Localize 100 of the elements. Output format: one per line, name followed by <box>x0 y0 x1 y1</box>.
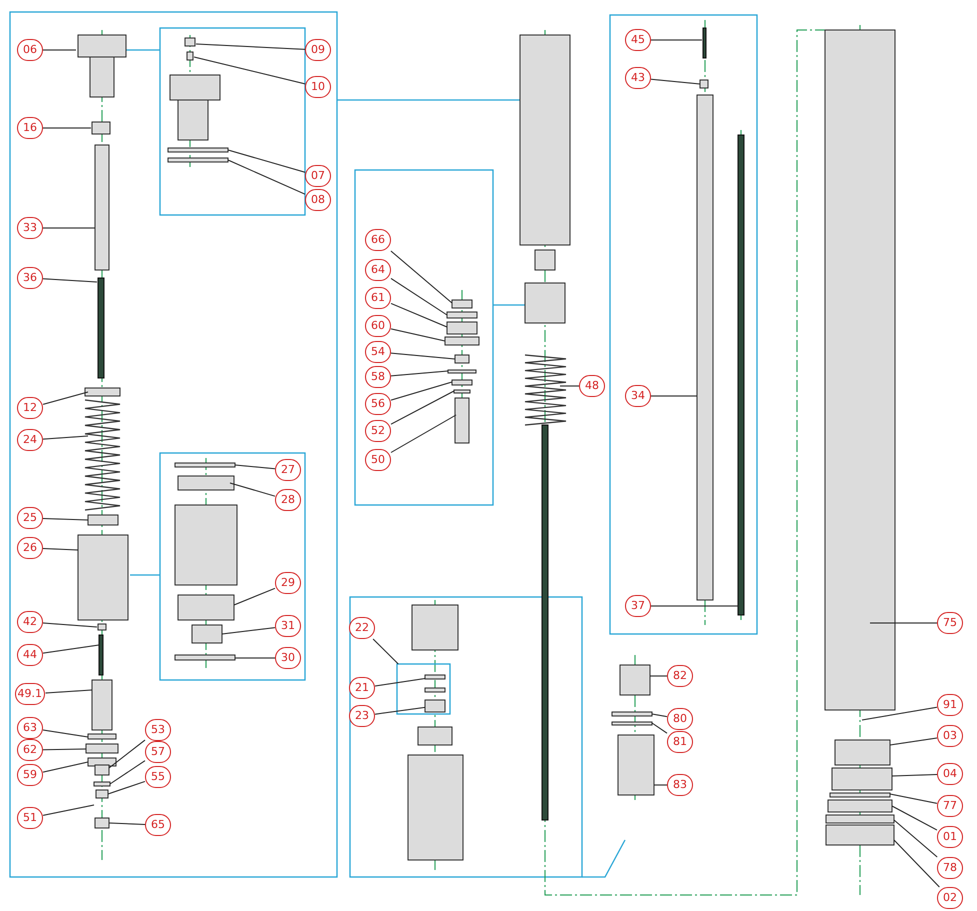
callout-number: 60 <box>365 315 391 337</box>
leader-line <box>42 436 88 440</box>
leader-line <box>228 150 306 173</box>
callout-number: 56 <box>365 393 391 415</box>
callout-number: 31 <box>275 615 301 637</box>
callout-number: 03 <box>937 725 963 747</box>
leader-line <box>862 706 938 720</box>
leader-line <box>870 622 938 624</box>
callout-number: 12 <box>17 397 43 419</box>
leader-line <box>892 806 938 831</box>
leader-line <box>652 722 668 734</box>
leader-line <box>228 160 306 195</box>
leader-line <box>390 382 452 401</box>
leader-line <box>42 278 98 282</box>
leader-line <box>42 644 100 654</box>
leader-line <box>374 678 426 687</box>
callout-number: 65 <box>145 814 171 836</box>
bushing-part <box>424 700 446 712</box>
leader-line <box>894 840 940 888</box>
callout-number: 30 <box>275 647 301 669</box>
callout-number: 04 <box>937 763 963 785</box>
leader-line <box>390 328 446 342</box>
callout-number: 09 <box>305 39 331 61</box>
leader-line <box>196 44 306 50</box>
leader-line <box>42 804 94 816</box>
leader-line <box>372 638 399 664</box>
leader-line <box>894 820 938 858</box>
leader-line <box>108 822 146 825</box>
leader-line <box>390 302 448 328</box>
callout-number: 07 <box>305 165 331 187</box>
callout-number: 22 <box>349 617 375 639</box>
leader-line <box>390 414 456 453</box>
leader-line <box>42 548 78 550</box>
callout-number: 23 <box>349 705 375 727</box>
leader-line <box>390 250 452 304</box>
callout-number: 01 <box>937 826 963 848</box>
callout-number: 36 <box>17 267 43 289</box>
leader-line <box>45 690 92 694</box>
callout-number: 58 <box>365 366 391 388</box>
callout-number: 77 <box>937 795 963 817</box>
callout-number: 49.1 <box>14 683 45 705</box>
callout-number: 33 <box>17 217 43 239</box>
leader-line <box>42 762 88 773</box>
leader-line <box>194 56 306 84</box>
callout-number: 45 <box>625 29 651 51</box>
callout-number: 51 <box>17 807 43 829</box>
callout-number: 82 <box>667 665 693 687</box>
callout-number: 06 <box>17 39 43 61</box>
callout-number: 26 <box>17 537 43 559</box>
callout-number: 52 <box>365 420 391 442</box>
callout-number: 59 <box>17 764 43 786</box>
leader-line <box>42 392 88 405</box>
callout-number: 28 <box>275 489 301 511</box>
callout-number: 08 <box>305 189 331 211</box>
leader-line <box>222 627 276 634</box>
callout-number: 10 <box>305 76 331 98</box>
callout-number: 66 <box>365 229 391 251</box>
callout-number: 75 <box>937 612 963 634</box>
leader-line <box>110 760 146 784</box>
leader-line <box>42 622 98 628</box>
leader-line <box>234 464 276 470</box>
callout-number: 43 <box>625 67 651 89</box>
leader-line <box>390 390 454 425</box>
callout-number: 64 <box>365 259 391 281</box>
leader-line <box>42 518 88 520</box>
leader-line <box>108 780 146 794</box>
seal-ring-part <box>424 674 446 680</box>
callout-number: 91 <box>937 694 963 716</box>
leader-line <box>390 352 456 360</box>
callout-number: 37 <box>625 595 651 617</box>
leader-line <box>652 714 668 718</box>
callout-number: 48 <box>579 375 605 397</box>
callout-number: 61 <box>365 287 391 309</box>
leader-line <box>234 588 276 606</box>
callout-number: 55 <box>145 766 171 788</box>
leader-line <box>42 730 88 738</box>
leader-line <box>890 794 938 804</box>
callout-number: 81 <box>667 731 693 753</box>
leader-line <box>390 278 448 316</box>
callout-number: 80 <box>667 708 693 730</box>
leader-line <box>108 740 146 768</box>
callout-number: 42 <box>17 611 43 633</box>
callout-number: 57 <box>145 741 171 763</box>
leader-line <box>654 784 668 786</box>
leader-line <box>890 737 938 746</box>
callout-number: 44 <box>17 644 43 666</box>
callout-number: 29 <box>275 572 301 594</box>
leader-line <box>42 748 86 750</box>
callout-number: 34 <box>625 385 651 407</box>
callout-number: 53 <box>145 719 171 741</box>
callout-number: 16 <box>17 117 43 139</box>
detail-frame <box>396 663 451 715</box>
leader-line <box>390 370 448 376</box>
callout-number: 83 <box>667 774 693 796</box>
callout-number: 63 <box>17 717 43 739</box>
callout-number: 50 <box>365 449 391 471</box>
callout-number: 25 <box>17 507 43 529</box>
leader-line <box>374 706 426 715</box>
leader-line <box>892 774 938 776</box>
callout-number: 02 <box>937 887 963 909</box>
